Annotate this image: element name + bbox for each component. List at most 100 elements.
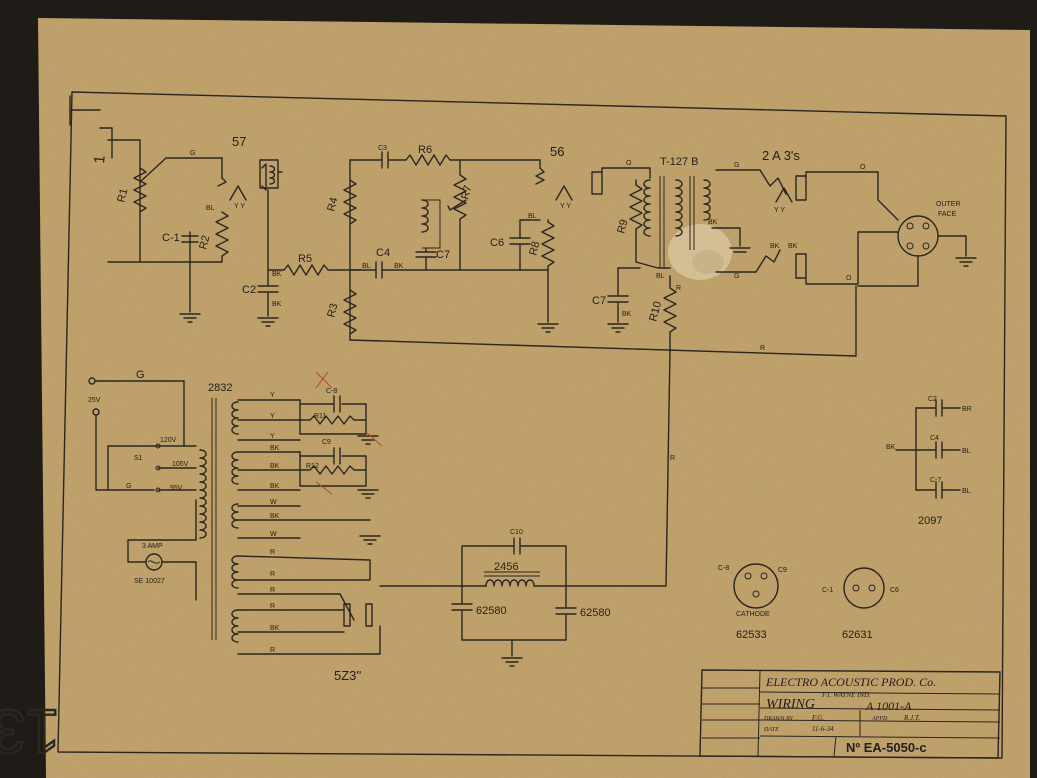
filter-section: C10 2456 62580 62580 bbox=[379, 529, 611, 667]
transformer-secondary bbox=[675, 179, 683, 237]
svg-text:C-7: C-7 bbox=[930, 477, 941, 484]
svg-text:2097: 2097 bbox=[918, 515, 942, 527]
svg-text:R4: R4 bbox=[325, 196, 340, 213]
ground-winding-3 bbox=[359, 535, 381, 545]
ground-c7 bbox=[607, 323, 629, 333]
drawing-title: WIRING bbox=[766, 697, 815, 712]
ground-c2 bbox=[257, 317, 279, 327]
svg-text:C3: C3 bbox=[378, 145, 387, 152]
svg-text:BK: BK bbox=[708, 219, 718, 226]
capacitor-c4 bbox=[349, 261, 461, 279]
capacitor-block-2097: C2 C4 C-7 BK BR BL BL 2097 bbox=[886, 396, 972, 527]
svg-text:O: O bbox=[860, 164, 866, 171]
drawing-number: Nº EA-5050-c bbox=[846, 740, 927, 755]
svg-text:C9: C9 bbox=[778, 567, 787, 574]
svg-text:BL: BL bbox=[656, 273, 665, 280]
svg-text:BL: BL bbox=[528, 213, 537, 220]
svg-text:BK: BK bbox=[622, 311, 632, 318]
resistor-r8 bbox=[541, 219, 555, 323]
svg-text:11-6-34: 11-6-34 bbox=[812, 725, 834, 733]
rectifier-plate-1 bbox=[343, 603, 351, 627]
filter-choke bbox=[485, 579, 535, 587]
resistor-r9 bbox=[629, 179, 643, 263]
svg-text:APPD: APPD bbox=[871, 716, 888, 722]
svg-text:Y: Y bbox=[270, 392, 275, 399]
svg-text:BK: BK bbox=[272, 301, 282, 308]
power-supply: 2832 25V G G S1 120V 105V 95V 3 AMP SE 1… bbox=[88, 369, 383, 683]
socket-c1-c6: C-1 C6 62631 bbox=[822, 567, 899, 641]
svg-text:R8: R8 bbox=[527, 240, 542, 257]
svg-text:R10: R10 bbox=[647, 300, 664, 323]
svg-text:95V: 95V bbox=[170, 485, 183, 492]
svg-text:BK: BK bbox=[886, 444, 896, 451]
sec-winding-2 bbox=[231, 451, 239, 485]
svg-text:C7: C7 bbox=[592, 295, 606, 307]
svg-text:R2: R2 bbox=[197, 234, 212, 251]
svg-text:C2: C2 bbox=[242, 284, 256, 296]
ground-c9 bbox=[357, 489, 379, 499]
svg-text:BK: BK bbox=[272, 271, 282, 278]
svg-text:R: R bbox=[670, 455, 675, 462]
svg-text:62631: 62631 bbox=[842, 629, 873, 641]
svg-text:O: O bbox=[846, 275, 852, 282]
svg-text:3 AMP: 3 AMP bbox=[142, 543, 163, 550]
svg-text:BL: BL bbox=[962, 448, 971, 455]
capacitor-c10 bbox=[461, 537, 567, 587]
resistor-r7 bbox=[453, 159, 467, 271]
ground-r8 bbox=[537, 323, 559, 333]
coil-inductor bbox=[421, 199, 429, 233]
rectifier-plate-2 bbox=[365, 603, 373, 627]
handwritten-number: 134 bbox=[0, 695, 61, 766]
capacitor-c9 bbox=[299, 447, 367, 487]
svg-text:120V: 120V bbox=[160, 437, 177, 444]
tube-2a3-upper-plate bbox=[795, 175, 807, 201]
sec-winding-hv bbox=[231, 555, 239, 589]
svg-text:62580: 62580 bbox=[580, 607, 611, 619]
svg-text:62580: 62580 bbox=[476, 605, 507, 617]
transformer-tertiary bbox=[703, 179, 711, 221]
resistor-r5 bbox=[267, 264, 361, 276]
svg-text:R: R bbox=[270, 571, 275, 578]
output-transformer-label: T-127 B bbox=[660, 156, 699, 168]
svg-text:Y Y: Y Y bbox=[234, 203, 245, 210]
tube-2a3-lower-plate bbox=[795, 253, 807, 279]
svg-text:R12: R12 bbox=[306, 463, 319, 470]
socket-cathode: C-8 C9 CATHODE 62533 bbox=[718, 563, 787, 641]
svg-text:R11: R11 bbox=[314, 413, 326, 420]
svg-text:R: R bbox=[270, 603, 275, 610]
svg-text:BL: BL bbox=[962, 488, 971, 495]
sec-winding-rect bbox=[231, 609, 239, 643]
svg-text:R1: R1 bbox=[115, 187, 130, 204]
svg-text:Y Y: Y Y bbox=[560, 203, 571, 210]
tube-56-label: 56 bbox=[550, 144, 564, 159]
resistor-r4 bbox=[343, 179, 357, 225]
rectifier-tube-label: 5Z3'' bbox=[334, 668, 361, 683]
svg-text:105V: 105V bbox=[172, 461, 189, 468]
capacitor-c5 bbox=[415, 247, 437, 271]
sec-winding-3 bbox=[231, 503, 239, 529]
resistor-r1 bbox=[133, 167, 147, 213]
svg-text:BR: BR bbox=[962, 406, 972, 413]
capacitor-c6 bbox=[509, 237, 531, 271]
resistor-r6 bbox=[405, 154, 461, 166]
svg-text:Y: Y bbox=[270, 433, 275, 440]
svg-text:S1: S1 bbox=[134, 455, 143, 462]
capacitor-c7 bbox=[607, 267, 641, 323]
svg-text:FACE: FACE bbox=[938, 211, 957, 218]
svg-text:C-8: C-8 bbox=[326, 388, 337, 395]
svg-text:R7: R7 bbox=[459, 184, 474, 201]
capacitor-c3 bbox=[349, 151, 407, 169]
svg-text:R: R bbox=[270, 647, 275, 654]
svg-text:R: R bbox=[760, 345, 765, 352]
svg-text:BK: BK bbox=[788, 243, 798, 250]
ground-output bbox=[711, 227, 751, 253]
svg-text:C7: C7 bbox=[436, 249, 450, 261]
svg-text:BK: BK bbox=[270, 463, 280, 470]
svg-text:C6: C6 bbox=[890, 587, 899, 594]
svg-text:BK: BK bbox=[270, 625, 280, 632]
svg-text:F.G.: F.G. bbox=[811, 714, 824, 722]
svg-text:W: W bbox=[270, 531, 277, 538]
svg-text:G: G bbox=[136, 369, 145, 381]
svg-text:BL: BL bbox=[362, 263, 371, 270]
